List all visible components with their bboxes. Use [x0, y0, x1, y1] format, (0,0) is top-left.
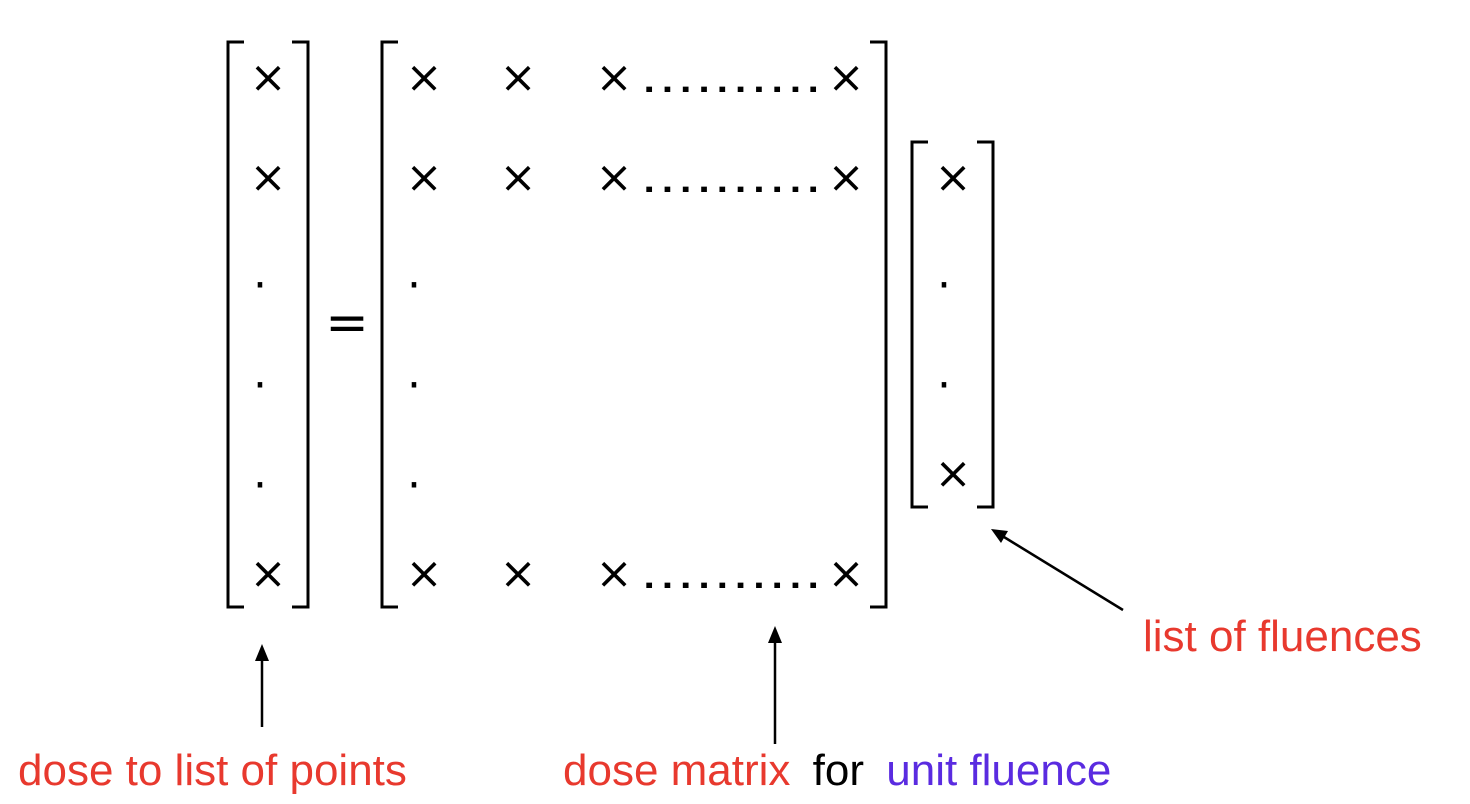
dose-matrix-entry: ×: [828, 52, 865, 103]
label-dose-matrix: dose matrix: [563, 746, 790, 795]
arrow-dose-matrix: [768, 626, 782, 744]
dose-matrix-entry: ×: [500, 52, 537, 103]
dose-matrix-entry: ×: [596, 548, 633, 599]
dose-matrix-ellipsis: ……….: [640, 548, 822, 599]
dose-vector-entry: ×: [250, 548, 287, 599]
fluence-vector-entry: ×: [935, 152, 972, 203]
dose-matrix-entry: ×: [828, 152, 865, 203]
dose-matrix-entry: ×: [406, 548, 443, 599]
dose-matrix-entry: ×: [406, 152, 443, 203]
dose-vector-entry: ×: [250, 52, 287, 103]
fluence-vector-entry: ·: [937, 260, 951, 311]
dose-matrix-entry: ×: [500, 152, 537, 203]
dose-vector-entry: ·: [253, 460, 267, 511]
dose-matrix-entry: ·: [407, 460, 421, 511]
arrow-fluences-shaft: [1003, 535, 1124, 612]
dose-matrix-ellipsis: ……….: [640, 152, 822, 203]
fluence-vector-entry: ×: [935, 448, 972, 499]
dose-vector: × × · · · ×: [226, 40, 310, 609]
arrow-dose-matrix-head: [768, 626, 782, 643]
label-dose-to-points: dose to list of points: [18, 746, 407, 795]
fluence-vector: × · · ×: [910, 140, 995, 509]
label-for: for: [813, 746, 864, 795]
dose-matrix-entry: ·: [407, 260, 421, 311]
dose-matrix-entry: ×: [828, 548, 865, 599]
arrow-fluences-head: [991, 529, 1008, 543]
dose-vector-entry: ·: [253, 260, 267, 311]
dose-matrix-ellipsis: ……….: [640, 52, 822, 103]
fluence-vector-right-bracket: [977, 140, 995, 509]
arrow-dose-points: [255, 644, 269, 727]
label-unit-fluence: unit fluence: [886, 746, 1111, 795]
dose-vector-left-bracket: [226, 40, 244, 609]
dose-vector-right-bracket: [292, 40, 310, 609]
dose-matrix-right-bracket: [870, 40, 888, 609]
dose-vector-entry: ·: [253, 360, 267, 411]
dose-matrix-entry: ×: [596, 152, 633, 203]
arrow-dose-points-head: [255, 644, 269, 661]
dose-matrix-left-bracket: [380, 40, 398, 609]
fluence-vector-left-bracket: [910, 140, 928, 509]
label-dose-matrix-caption: dose matrix for unit fluence: [563, 746, 1111, 795]
fluence-vector-entry: ·: [937, 360, 951, 411]
dose-matrix-entry: ×: [406, 52, 443, 103]
arrow-fluences: [991, 529, 1124, 612]
dose-vector-entry: ×: [250, 152, 287, 203]
dose-matrix-entry: ×: [500, 548, 537, 599]
dose-matrix-entry: ·: [407, 360, 421, 411]
dose-matrix: × × × ………. × × × × ………. × · · · × × × ………: [380, 40, 888, 609]
dose-matrix-entry: ×: [596, 52, 633, 103]
label-list-of-fluences: list of fluences: [1143, 612, 1422, 661]
equals-sign: =: [325, 293, 369, 353]
